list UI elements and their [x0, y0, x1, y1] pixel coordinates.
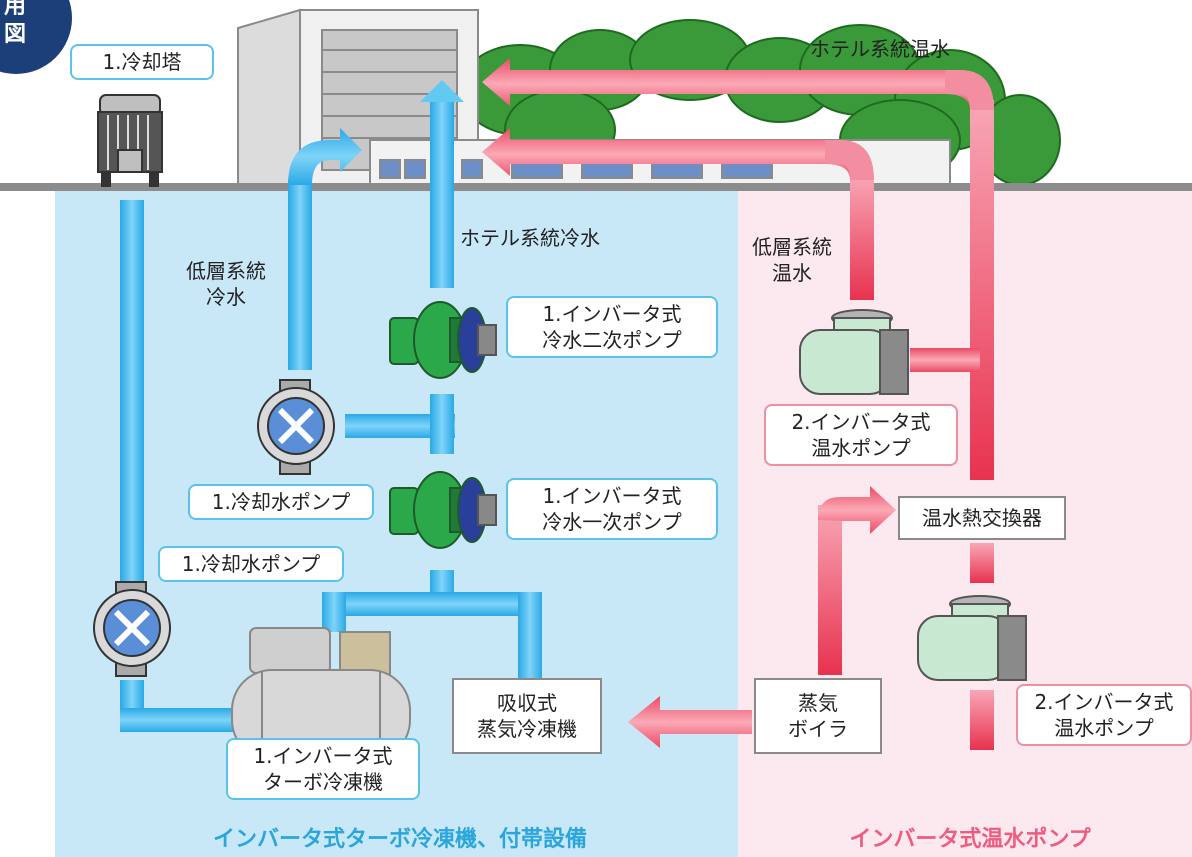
ground-line: [0, 183, 1192, 191]
hotel-hot-water-label: ホテル系統温水: [810, 37, 950, 61]
hot-pump-label: 2.インバータ式 温水ポンプ: [764, 404, 958, 466]
hot-water-pump-icon: [917, 595, 1027, 681]
turbo-chiller-icon: [231, 627, 411, 761]
primary-pump-icon: [389, 471, 497, 549]
low-hot-water-label: 低層系統 温水: [752, 235, 832, 285]
low-chilled-water-label: 低層系統 冷水: [186, 259, 266, 309]
primary-pump-label: 1.インバータ式 冷水一次ポンプ: [506, 478, 718, 540]
hotel-chilled-water-label: ホテル系統冷水: [460, 226, 600, 250]
chilled-section-caption: インバータ式ターボ冷凍機、付帯設備: [212, 827, 587, 852]
hot-water-pipes: [482, 58, 994, 750]
heat-exchanger-box: 温水熱交換器: [898, 496, 1066, 540]
absorption-chiller-box: 吸収式 蒸気冷凍機: [452, 678, 602, 754]
hot-pump-label: 2.インバータ式 温水ポンプ: [1016, 684, 1192, 746]
badge-text-top: 用: [4, 0, 27, 19]
boiler-box: 蒸気 ボイラ: [754, 678, 882, 754]
chilled-water-pipes: [120, 80, 542, 732]
secondary-pump-icon: [389, 301, 497, 379]
hot-section-caption: インバータ式温水ポンプ: [849, 827, 1091, 852]
cooling-pump-label: 1.冷却水ポンプ: [158, 546, 344, 582]
cooling-tower-icon: [97, 94, 163, 187]
cooling-tower-label: 1.冷却塔: [70, 44, 214, 80]
hot-water-pump-icon: [799, 309, 909, 395]
badge-text: 図: [4, 22, 27, 47]
cooling-pump-label: 1.冷却水ポンプ: [188, 484, 374, 520]
cooling-pump-icon: [257, 379, 335, 475]
turbo-chiller-label: 1.インバータ式 ターボ冷凍機: [226, 738, 420, 800]
secondary-pump-label: 1.インバータ式 冷水二次ポンプ: [506, 296, 718, 358]
cooling-pump-icon: [93, 581, 171, 677]
